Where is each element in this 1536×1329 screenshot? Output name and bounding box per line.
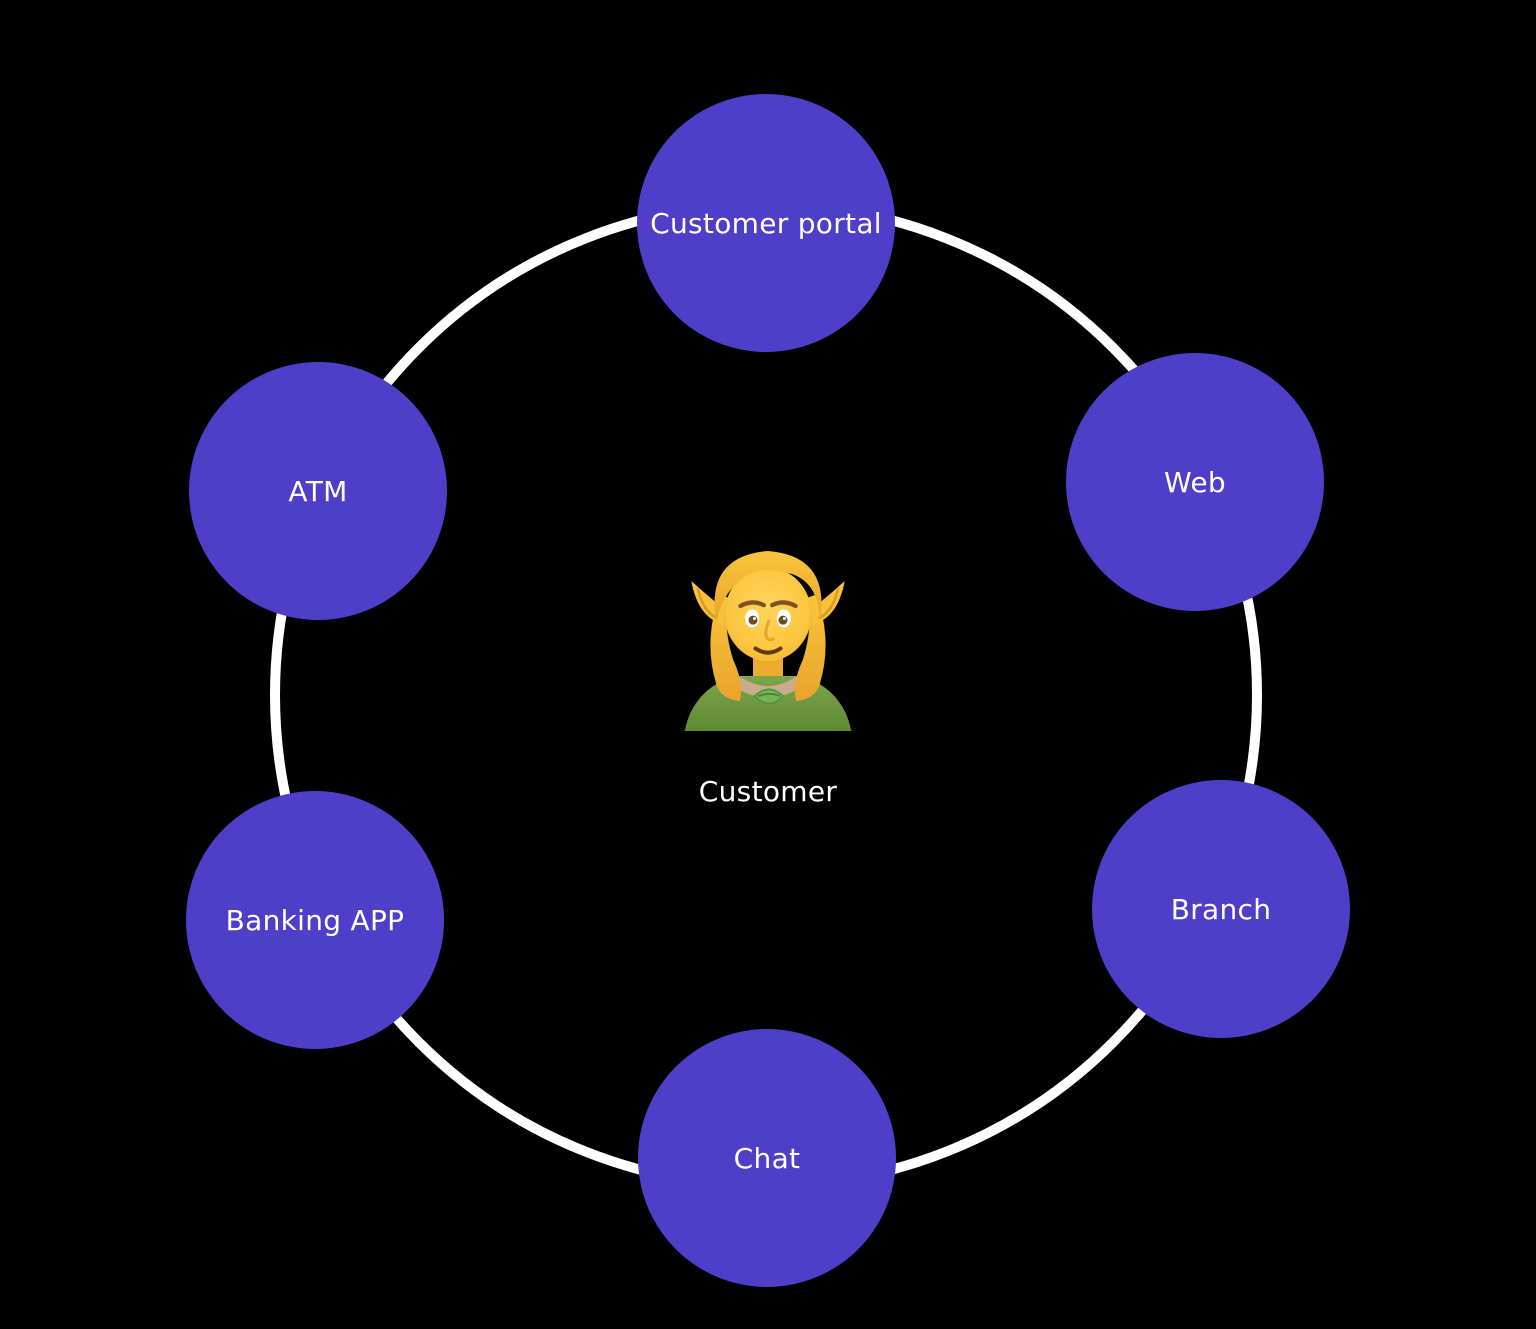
node-atm: ATM: [189, 362, 447, 620]
node-customer-portal-label: Customer portal: [650, 206, 882, 240]
node-web: Web: [1066, 353, 1324, 611]
node-atm-label: ATM: [288, 474, 348, 508]
node-chat-label: Chat: [733, 1141, 801, 1175]
person-elf-emoji: [684, 551, 852, 731]
center-customer-label: Customer: [698, 775, 838, 808]
node-banking-app: Banking APP: [186, 791, 444, 1049]
node-branch-label: Branch: [1170, 892, 1272, 926]
node-banking-app-label: Banking APP: [225, 903, 405, 937]
center-customer-figure: Customer: [640, 531, 896, 808]
node-customer-portal: Customer portal: [637, 94, 895, 352]
node-branch: Branch: [1092, 780, 1350, 1038]
node-web-label: Web: [1164, 465, 1226, 499]
node-chat: Chat: [638, 1029, 896, 1287]
